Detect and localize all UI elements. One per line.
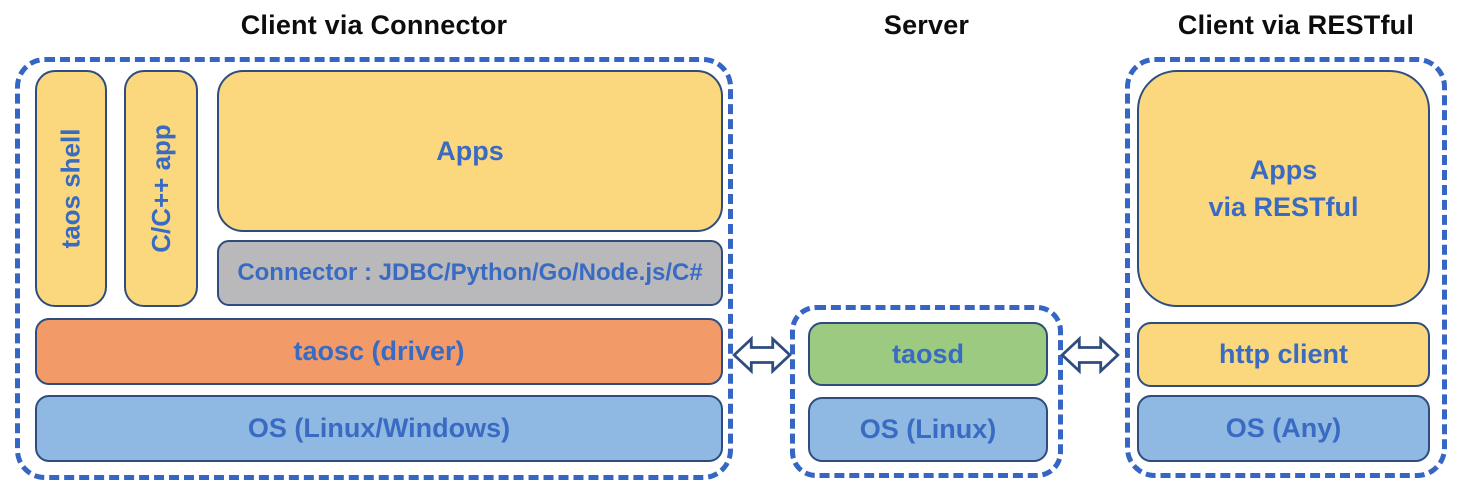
client-connector-title: Client via Connector bbox=[240, 10, 508, 40]
connector-box: Connector : JDBC/Python/Go/Node.js/C# bbox=[217, 240, 723, 306]
cpp-app-box: C/C++ app bbox=[124, 70, 198, 307]
apps-restful-label-line1: Apps bbox=[1249, 155, 1318, 186]
os-linux-label: OS (Linux) bbox=[859, 414, 997, 444]
server-title: Server bbox=[883, 10, 970, 40]
apps-box: Apps bbox=[217, 70, 723, 232]
apps-label: Apps bbox=[436, 135, 504, 166]
cpp-app-label: C/C++ app bbox=[145, 124, 176, 253]
client-server-arrow-icon bbox=[732, 335, 792, 375]
taos-shell-box: taos shell bbox=[35, 70, 107, 307]
http-client-box: http client bbox=[1137, 322, 1430, 387]
taosd-box: taosd bbox=[808, 322, 1048, 386]
apps-restful-label-line2: via RESTful bbox=[1208, 191, 1359, 222]
server-restful-arrow-icon bbox=[1060, 335, 1120, 375]
http-client-label: http client bbox=[1219, 339, 1348, 369]
client-restful-group bbox=[1125, 57, 1447, 478]
os-linux-windows-label: OS (Linux/Windows) bbox=[247, 413, 511, 443]
os-linux-box: OS (Linux) bbox=[808, 397, 1048, 462]
taosc-driver-label: taosc (driver) bbox=[293, 336, 465, 366]
taosd-label: taosd bbox=[891, 338, 964, 369]
os-linux-windows-box: OS (Linux/Windows) bbox=[35, 395, 723, 462]
server-group bbox=[790, 305, 1063, 478]
taosc-driver-box: taosc (driver) bbox=[35, 318, 723, 385]
connector-label: Connector : JDBC/Python/Go/Node.js/C# bbox=[237, 259, 703, 286]
client-connector-group bbox=[15, 57, 733, 480]
taos-shell-label: taos shell bbox=[55, 128, 86, 249]
client-restful-title: Client via RESTful bbox=[1177, 10, 1415, 40]
os-any-box: OS (Any) bbox=[1137, 395, 1430, 462]
os-any-label: OS (Any) bbox=[1225, 413, 1342, 443]
apps-restful-box: Apps via RESTful bbox=[1137, 70, 1430, 307]
